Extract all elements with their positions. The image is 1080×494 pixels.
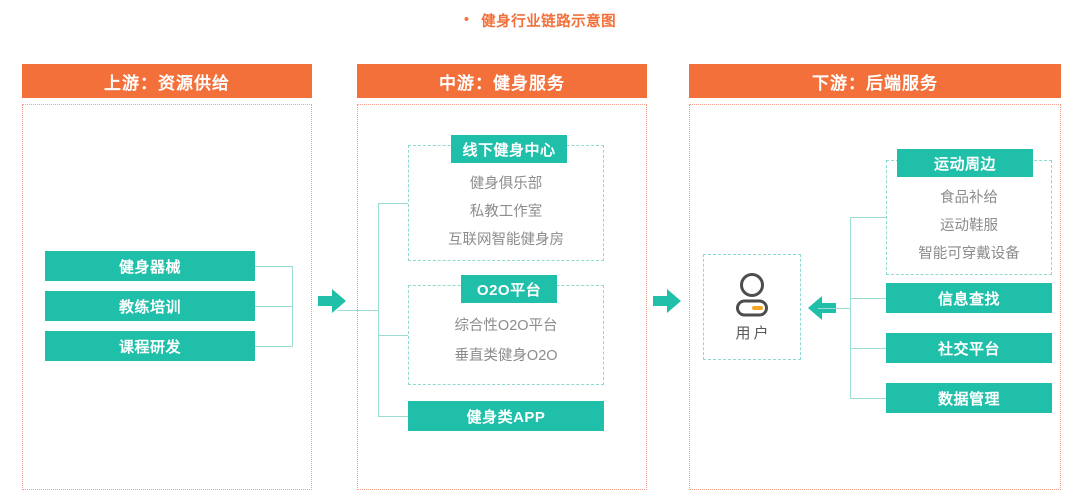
item-fitness-app[interactable]: 健身类APP xyxy=(408,401,604,431)
column-upstream: 上游：资源供给 健身器械 教练培训 课程研发 xyxy=(22,64,312,490)
column-downstream-header: 下游：后端服务 xyxy=(689,64,1061,98)
subitem-internet-smart-gym: 互联网智能健身房 xyxy=(448,231,564,248)
user-icon xyxy=(736,272,768,316)
connector-line xyxy=(850,217,851,398)
subitem-sports-apparel: 运动鞋服 xyxy=(940,217,998,234)
column-midstream: 中游：健身服务 线下健身中心 健身俱乐部 私教工作室 互联网智能健身房 O2O平… xyxy=(338,64,647,490)
connector-line xyxy=(850,217,886,218)
user-box[interactable]: 用户 xyxy=(703,254,801,360)
column-upstream-header: 上游：资源供给 xyxy=(22,64,312,98)
item-coach-training[interactable]: 教练培训 xyxy=(45,291,255,321)
connector-line xyxy=(818,308,850,309)
connector-line xyxy=(850,298,886,299)
connector-line xyxy=(292,266,293,347)
connector-line xyxy=(255,306,293,307)
arrow-right-icon xyxy=(653,289,681,313)
arrow-right-icon xyxy=(318,289,346,313)
connector-line xyxy=(850,398,886,399)
group-header-o2o[interactable]: O2O平台 xyxy=(461,275,557,303)
item-fitness-equipment[interactable]: 健身器械 xyxy=(45,251,255,281)
connector-line xyxy=(255,346,293,347)
column-downstream: 下游：后端服务 用户 运动周边 食品补给 运动鞋服 智能可穿戴设备 xyxy=(689,64,1061,490)
item-information-search[interactable]: 信息查找 xyxy=(886,283,1052,313)
subitem-smart-wearables: 智能可穿戴设备 xyxy=(918,245,1020,262)
column-downstream-body: 用户 运动周边 食品补给 运动鞋服 智能可穿戴设备 信息查找 社交平台 数据管理 xyxy=(689,104,1061,490)
item-course-rd[interactable]: 课程研发 xyxy=(45,331,255,361)
column-upstream-body: 健身器械 教练培训 课程研发 xyxy=(22,104,312,490)
connector-line xyxy=(378,203,379,416)
item-data-management[interactable]: 数据管理 xyxy=(886,383,1052,413)
connector-line xyxy=(378,203,408,204)
subitem-vertical-fitness-o2o: 垂直类健身O2O xyxy=(454,347,558,364)
item-social-platform[interactable]: 社交平台 xyxy=(886,333,1052,363)
group-header-sports-peripherals[interactable]: 运动周边 xyxy=(897,149,1033,177)
connector-line xyxy=(378,335,408,336)
page-title: • 健身行业链路示意图 xyxy=(0,10,1080,31)
subitem-food-supplement: 食品补给 xyxy=(940,189,998,206)
column-midstream-header: 中游：健身服务 xyxy=(357,64,647,98)
page-title-text: 健身行业链路示意图 xyxy=(481,14,617,30)
connector-line xyxy=(378,416,408,417)
bullet-icon: • xyxy=(463,11,470,28)
subitem-fitness-club: 健身俱乐部 xyxy=(469,175,543,192)
subitem-personal-studio: 私教工作室 xyxy=(469,203,543,220)
connector-line xyxy=(850,348,886,349)
column-midstream-body: 线下健身中心 健身俱乐部 私教工作室 互联网智能健身房 O2O平台 综合性O2O… xyxy=(338,104,647,490)
group-header-offline-center[interactable]: 线下健身中心 xyxy=(451,135,567,163)
user-label: 用户 xyxy=(735,324,772,342)
connector-line xyxy=(255,266,293,267)
connector-line xyxy=(338,310,378,311)
subitem-comprehensive-o2o: 综合性O2O平台 xyxy=(454,317,558,334)
